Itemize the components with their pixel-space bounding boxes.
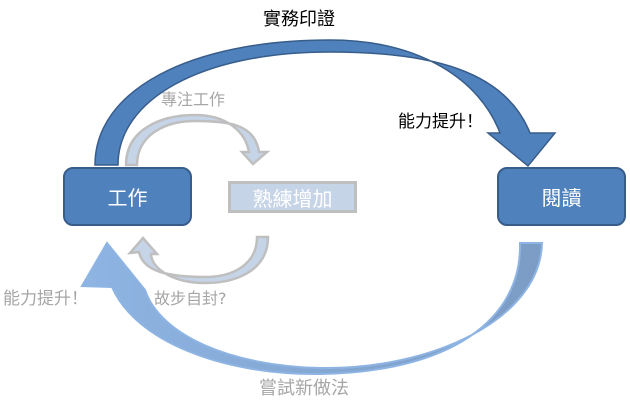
inner-bottom-arrow [126,235,270,285]
bottom-arc-label: 嘗試新做法 [259,378,349,399]
node-work: 工作 [63,167,192,226]
inner-top-arrow [124,113,271,167]
bottom-arc-note: 能力提升！ [3,289,88,309]
bottom-arc-arrow [80,241,544,376]
node-reading-label: 閱讀 [541,186,582,210]
node-proficiency: 熟練增加 [228,181,357,213]
top-arc-note: 能力提升！ [398,112,483,132]
node-proficiency-label: 熟練增加 [252,186,333,211]
top-arc-arrow [94,39,557,168]
inner-top-label: 專注工作 [161,90,226,109]
node-reading: 閱讀 [497,167,626,226]
top-arc-label: 實務印證 [263,9,335,30]
node-work-label: 工作 [107,186,148,210]
inner-bottom-label: 故步自封? [154,289,227,308]
